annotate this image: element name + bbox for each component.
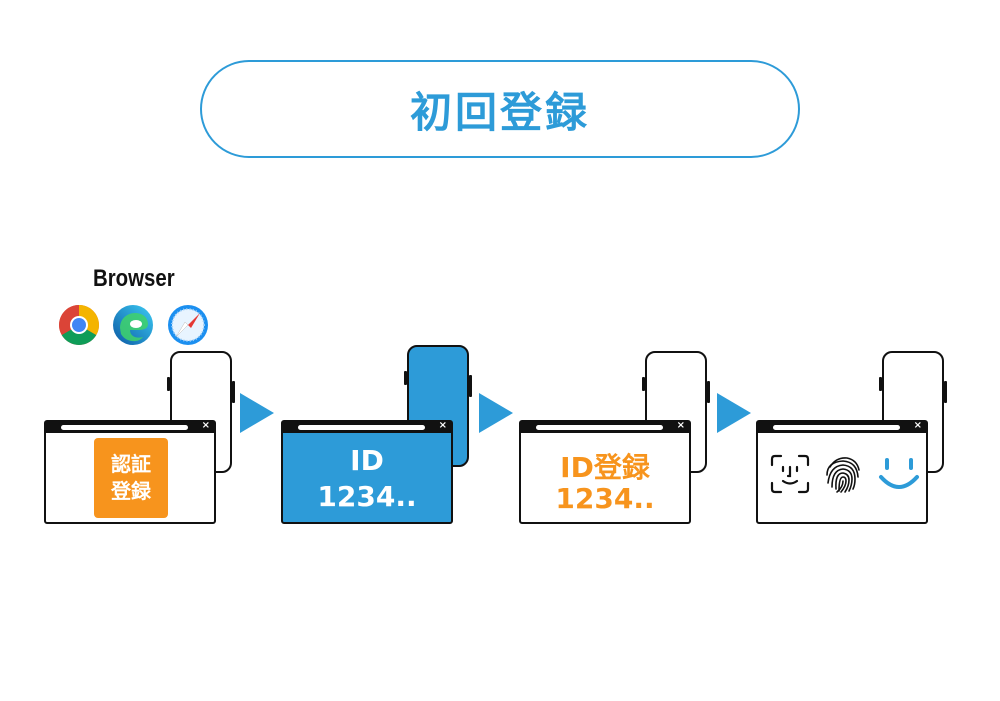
id-value: 1234.. [555,482,655,515]
page-title: 初回登録 [409,87,590,137]
close-icon: × [676,420,685,431]
auth-register-label-line2: 登録 [111,479,151,503]
close-icon: × [913,420,922,431]
smile-icon [879,458,919,489]
id-register-label: ID登録 [560,451,650,484]
browser-window: × ID登録 1234.. [519,420,691,524]
chrome-icon [59,305,99,345]
step-arrow [717,393,751,433]
id-label: ID [350,444,384,477]
face-id-icon [770,454,810,494]
safari-icon [168,305,208,345]
fingerprint-icon [826,457,860,493]
auth-register-label-line1: 認証 [111,452,151,476]
browser-label: Browser [93,265,175,292]
auth-register-button[interactable]: 認証 登録 [94,438,168,518]
browser-window: × [756,420,928,524]
title-pill: 初回登録 [200,60,800,158]
edge-icon [113,305,153,345]
browser-window: × 認証 登録 [44,420,216,524]
browser-window: × ID 1234.. [281,420,453,524]
close-icon: × [438,420,447,431]
step-arrow [240,393,274,433]
id-value: 1234.. [317,480,417,513]
step-arrow [479,393,513,433]
close-icon: × [201,420,210,431]
